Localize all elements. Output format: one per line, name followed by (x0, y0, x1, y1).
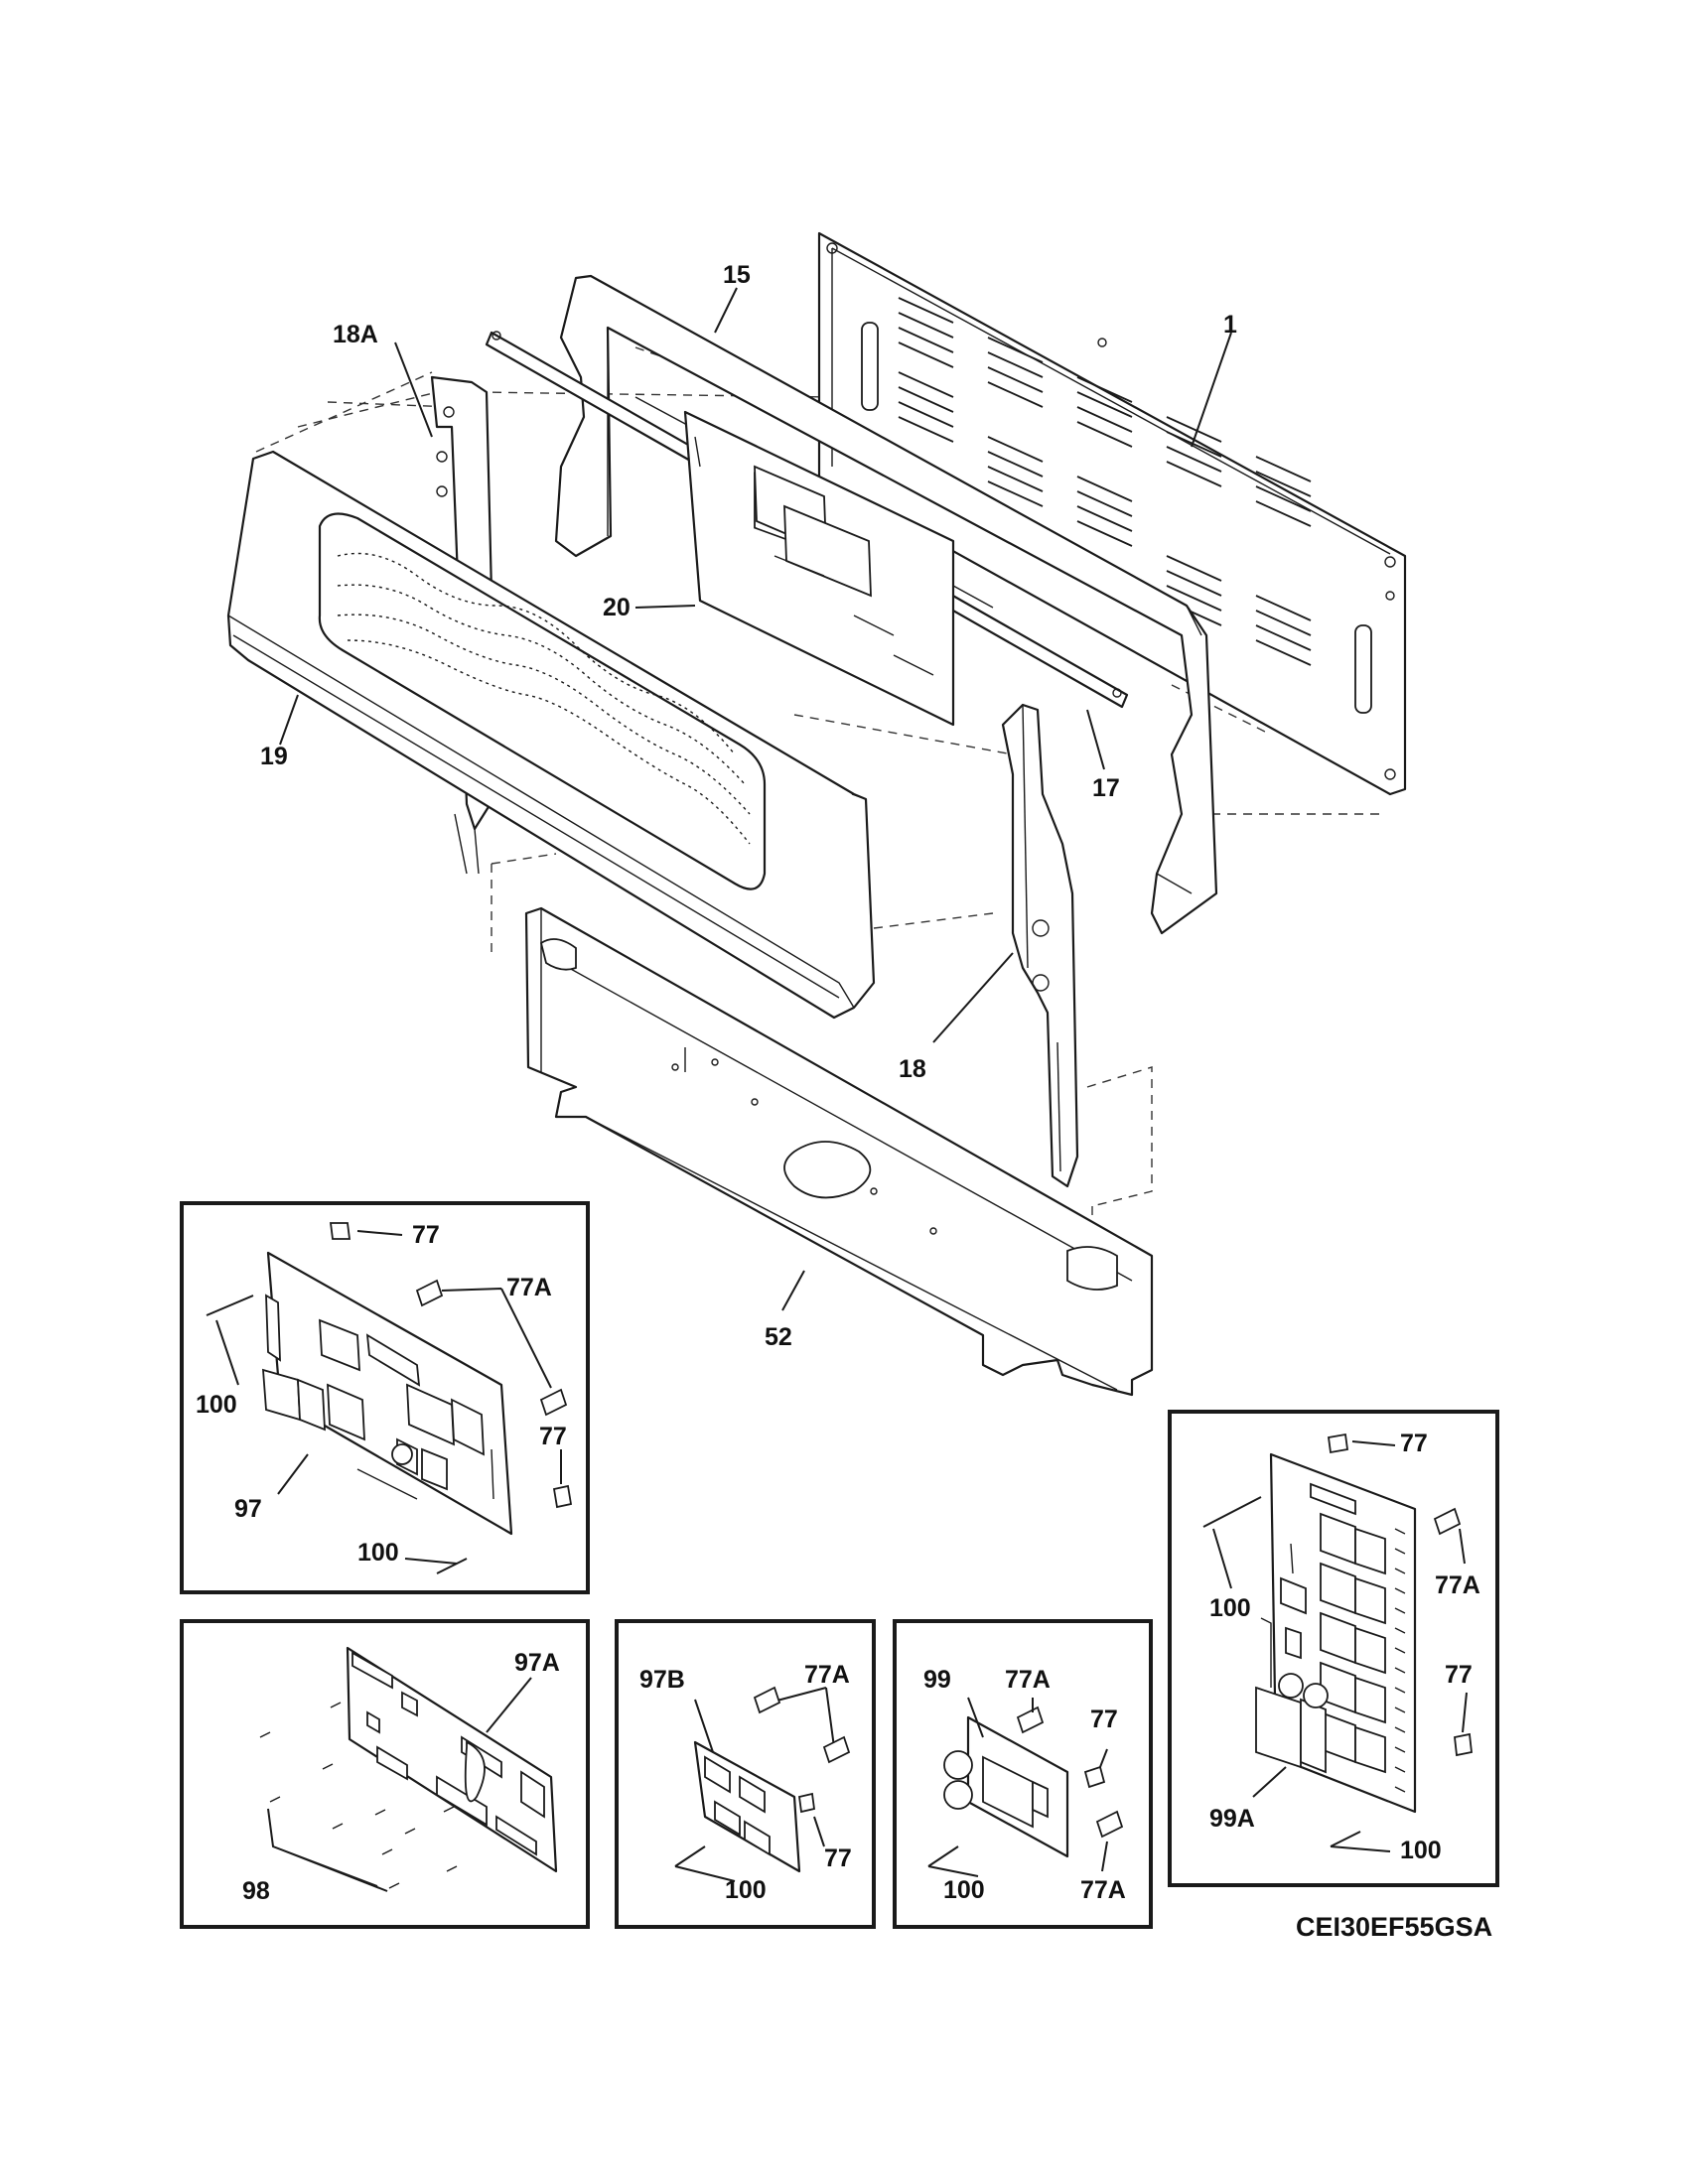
callout-1: 1 (1223, 311, 1237, 339)
glass-pattern (337, 552, 751, 845)
b3-callout-77A: 77A (804, 1661, 850, 1689)
b5-callout-77-right: 77 (1445, 1661, 1473, 1689)
right-bracket-18 (1001, 703, 1079, 1188)
b2-callout-97A: 97A (514, 1649, 560, 1677)
b5-callout-100-left: 100 (1209, 1594, 1251, 1622)
b1-callout-100-bottom: 100 (357, 1539, 399, 1567)
lower-panel-52 (524, 906, 1154, 1397)
b1-callout-100-left: 100 (196, 1391, 237, 1419)
b4-callout-77A-bottom: 77A (1080, 1876, 1126, 1904)
b4-callout-100: 100 (943, 1876, 985, 1904)
model-code: CEI30EF55GSA (1296, 1912, 1492, 1942)
main-callouts: 1 15 18A 20 19 17 18 52 (260, 261, 1237, 1351)
inset-box-97: 77 77A 100 77 97 100 (180, 1201, 590, 1594)
inset-box-99A: 77 100 77A 77 99A 100 (1168, 1410, 1499, 1887)
callout-17: 17 (1092, 774, 1120, 802)
b4-callout-77A-top: 77A (1005, 1666, 1051, 1694)
b1-callout-97: 97 (234, 1495, 262, 1523)
rear-vent-panel (817, 231, 1407, 796)
b5-callout-77-top: 77 (1400, 1430, 1428, 1457)
b1-callout-77A: 77A (506, 1274, 552, 1301)
b5-callout-99A: 99A (1209, 1805, 1255, 1833)
b4-callout-99: 99 (923, 1666, 951, 1694)
b5-callout-100-bottom: 100 (1400, 1837, 1442, 1864)
inset-box-99: 99 77A 77 100 77A (893, 1619, 1153, 1929)
inset-box-97B: 97B 77A 77 100 (615, 1619, 876, 1929)
b3-callout-97B: 97B (639, 1666, 685, 1694)
control-board-20 (683, 410, 955, 727)
b1-callout-77-top: 77 (412, 1221, 440, 1249)
callout-18: 18 (899, 1055, 926, 1083)
callout-15: 15 (723, 261, 751, 289)
inset-box-97A: 97A 98 (180, 1619, 590, 1929)
b1-callout-77-right: 77 (539, 1423, 567, 1450)
b3-callout-77: 77 (824, 1844, 852, 1872)
b2-callout-98: 98 (242, 1877, 270, 1905)
callout-18A: 18A (333, 321, 378, 348)
callout-19: 19 (260, 743, 288, 770)
callout-52: 52 (765, 1323, 792, 1351)
b5-callout-77A: 77A (1435, 1571, 1480, 1599)
vent-slots (898, 297, 1312, 666)
b3-callout-100: 100 (725, 1876, 767, 1904)
b4-callout-77: 77 (1090, 1706, 1118, 1733)
console-front-19 (226, 450, 876, 1020)
callout-20: 20 (603, 594, 631, 621)
